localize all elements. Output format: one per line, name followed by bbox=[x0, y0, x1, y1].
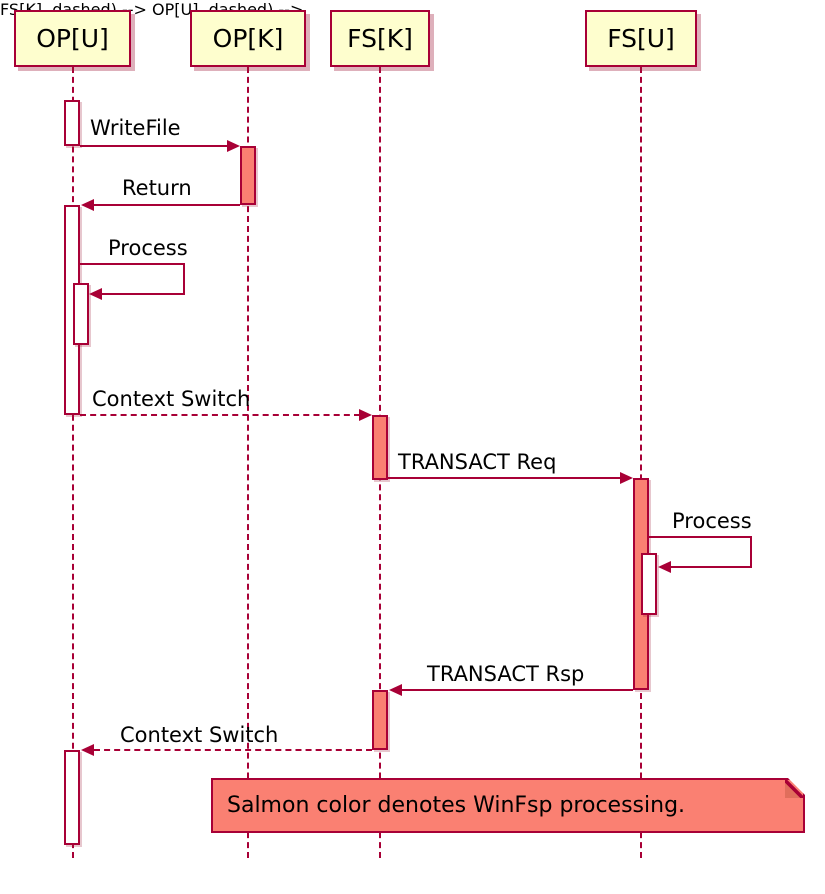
message-context-switch-1-arrowhead-icon bbox=[359, 409, 372, 421]
activation-opk-processing bbox=[240, 146, 256, 205]
activation-fsu-nested bbox=[641, 553, 657, 615]
message-writefile-line bbox=[80, 145, 227, 147]
message-return-label: Return bbox=[122, 176, 192, 200]
message-process-opu-label: Process bbox=[108, 236, 188, 260]
message-transact-req-label: TRANSACT Req bbox=[398, 450, 557, 474]
message-process-fsu-top-line bbox=[649, 536, 752, 538]
message-context-switch-2-label: Context Switch bbox=[120, 723, 279, 747]
note: Salmon color denotes WinFsp processing. bbox=[211, 778, 805, 833]
message-process-opu-top-line bbox=[80, 263, 185, 265]
message-writefile-label: WriteFile bbox=[90, 116, 181, 140]
participant-opu-label: OP[U] bbox=[36, 24, 109, 53]
participant-fsu-label: FS[U] bbox=[607, 24, 675, 53]
message-transact-rsp-label: TRANSACT Rsp bbox=[427, 662, 585, 686]
participant-opk: OP[K] bbox=[190, 10, 306, 67]
activation-fsk-processing-2 bbox=[372, 690, 388, 750]
activation-opu-1 bbox=[64, 100, 80, 146]
message-context-switch-1-line bbox=[80, 414, 360, 416]
message-context-switch-2-arrowhead-icon bbox=[81, 744, 94, 756]
activation-opu-3 bbox=[64, 750, 80, 845]
lifeline-fsu bbox=[640, 67, 642, 858]
participant-fsu: FS[U] bbox=[585, 10, 697, 67]
activation-opu-nested bbox=[73, 283, 89, 345]
lifeline-opu bbox=[72, 67, 74, 858]
message-writefile-arrowhead-icon bbox=[227, 140, 240, 152]
message-process-fsu-label: Process bbox=[672, 509, 752, 533]
message-return-line bbox=[94, 204, 240, 206]
participant-opu: OP[U] bbox=[14, 10, 131, 67]
message-context-switch-1-label: Context Switch bbox=[92, 387, 251, 411]
participant-fsk: FS[K] bbox=[330, 10, 430, 67]
message-process-opu-bottom-line bbox=[102, 293, 185, 295]
message-process-opu-arrowhead-icon bbox=[89, 288, 102, 300]
message-process-fsu-bottom-line bbox=[671, 566, 752, 568]
message-context-switch-2-line bbox=[94, 749, 372, 751]
message-transact-rsp-arrowhead-icon bbox=[389, 684, 402, 696]
message-process-fsu-arrowhead-icon bbox=[658, 561, 671, 573]
activation-fsk-processing-1 bbox=[372, 415, 388, 480]
message-transact-req-line bbox=[388, 477, 620, 479]
message-transact-rsp-line bbox=[402, 689, 633, 691]
participant-opk-label: OP[K] bbox=[212, 24, 284, 53]
note-fold-icon bbox=[785, 780, 803, 798]
message-return-arrowhead-icon bbox=[81, 199, 94, 211]
message-process-opu-vertical-line bbox=[183, 263, 185, 294]
participant-fsk-label: FS[K] bbox=[347, 24, 413, 53]
message-process-fsu-vertical-line bbox=[750, 536, 752, 567]
note-text: Salmon color denotes WinFsp processing. bbox=[227, 793, 686, 818]
lifeline-opk bbox=[247, 67, 249, 858]
message-transact-req-arrowhead-icon bbox=[620, 472, 633, 484]
